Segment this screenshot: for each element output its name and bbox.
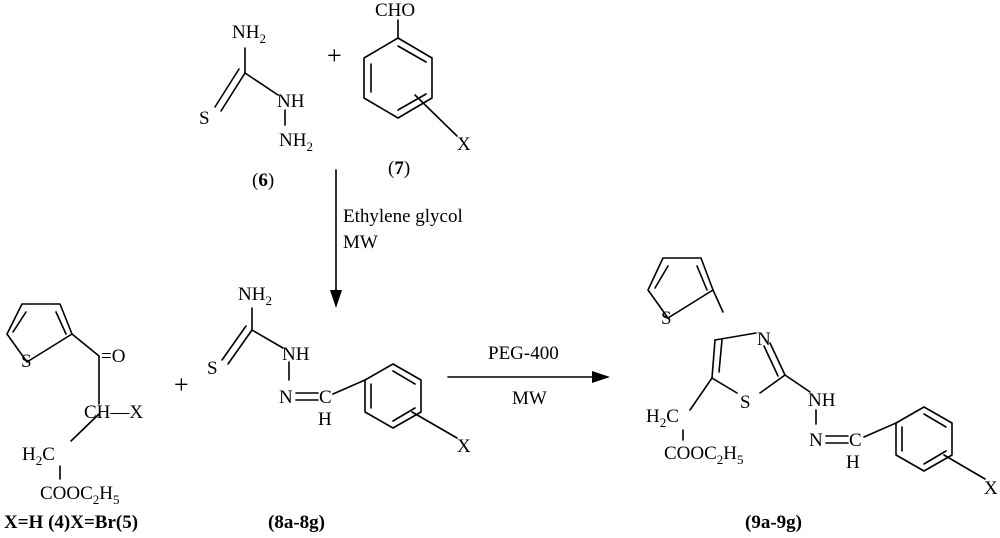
aldehyde-label: CHO	[375, 0, 415, 21]
bond-c-phenyl	[863, 422, 897, 438]
imine-carbon-label: C	[849, 430, 862, 451]
substituent-x-label: X	[457, 134, 471, 155]
thiosemicarbazone-structure: NH2 S NH N C H X	[207, 284, 471, 457]
thiophene-ring	[6, 303, 73, 363]
compound-label-4-5: X=H (4)X=Br(5)	[4, 512, 138, 533]
thiophene-inner-bond-2	[55, 311, 67, 335]
thienyl-carbonyl-bond	[71, 333, 100, 357]
hydrazone-nh-label: NH	[808, 390, 836, 411]
hydrazine-nh2-label: NH2	[279, 130, 313, 154]
thiophene-inner-bond-1	[12, 311, 27, 333]
imine-nitrogen-label: N	[279, 387, 293, 408]
thienyl-keto-ester-structure: S =O CH—X H2C COOC2H5	[6, 303, 143, 507]
condition-solvent: Ethylene glycol	[343, 206, 463, 227]
plus-sign-top: +	[327, 41, 342, 70]
thienyl-thiazole-bond	[712, 289, 724, 313]
imine-hydrogen-label: H	[846, 452, 860, 473]
imine-hydrogen-label: H	[318, 409, 332, 430]
thiazole-nitrogen-label: N	[757, 329, 771, 350]
bond-c-s-double-1	[220, 72, 246, 112]
carbonyl-oxygen-label: =O	[101, 346, 125, 367]
thione-sulfur-label: S	[199, 108, 210, 129]
benzene-inner-bond-3	[397, 93, 427, 111]
thiophene-sulfur-label: S	[21, 351, 32, 372]
benzene-inner-bond-1	[923, 413, 947, 428]
compound-label-8a-8g: (8a-8g)	[268, 512, 325, 533]
benzene-inner-bond-1	[392, 370, 416, 385]
methylene-label: H2C	[646, 406, 679, 430]
thiazole-sulfur-label: S	[740, 392, 751, 413]
ethyl-ester-label: COOC2H5	[40, 483, 120, 507]
bond-c-nh	[251, 329, 284, 349]
benzene-inner-bond-3	[392, 407, 416, 422]
bond-c-s-double-2	[214, 68, 240, 108]
benzene-ring	[363, 37, 433, 119]
vertical-arrowhead	[330, 290, 342, 308]
amino-label: NH2	[238, 284, 272, 308]
condition-microwave-2: MW	[512, 388, 547, 409]
bond-c-phenyl	[332, 379, 366, 395]
thiazole-c2-nh	[784, 374, 811, 393]
benzene-inner-bond-2	[397, 45, 427, 63]
hydrazine-nh-label: NH	[277, 91, 305, 112]
horizontal-arrowhead	[592, 371, 610, 383]
benzene-ring	[364, 363, 422, 429]
imine-carbon-label: C	[319, 387, 332, 408]
substituent-bond	[414, 94, 458, 137]
benzene-ring	[895, 406, 953, 472]
ethyl-ester-label: COOC2H5	[664, 443, 744, 467]
thiazole-c4-c5-inner	[718, 339, 723, 373]
substituent-bond	[411, 411, 458, 439]
thiazole-c4-c5	[711, 339, 716, 379]
thiosemicarbazide-structure: NH2 S NH NH2	[199, 22, 313, 154]
thiazole-product-structure: S N S H2C COOC2H5 NH N C H X	[646, 257, 998, 499]
compound-label-6: (6)	[252, 170, 274, 191]
thione-sulfur-label: S	[207, 358, 218, 379]
hydrazone-nh-label: NH	[282, 344, 310, 365]
thiophene-ring	[647, 257, 714, 319]
ch-to-ch2-bond	[70, 413, 100, 442]
thiazole-n3-c2	[769, 342, 786, 376]
substituent-x-label: X	[984, 478, 998, 499]
thiazole-c5-ch2	[689, 377, 713, 411]
plus-sign-bottom: +	[174, 370, 189, 399]
thiophene-sulfur-label: S	[661, 308, 672, 329]
thiophene-inner-bond-2	[696, 265, 708, 291]
imine-nitrogen-label: N	[809, 430, 823, 451]
substituent-bond	[943, 454, 986, 480]
compound-label-9a-9g: (9a-9g)	[745, 512, 802, 533]
thiazole-c4-n3	[714, 332, 757, 341]
benzaldehyde-structure: CHO X	[363, 0, 471, 155]
benzene-inner-bond-3	[923, 450, 947, 465]
thiazole-s1-c5	[711, 377, 738, 394]
bond-c-s-double-1	[227, 329, 253, 365]
thiophene-inner-bond-1	[654, 265, 669, 289]
condition-microwave-1: MW	[343, 232, 378, 253]
amino-label: NH2	[232, 22, 266, 46]
methylene-label: H2C	[22, 444, 55, 468]
ch-x-label: CH—X	[84, 402, 143, 423]
thiazole-c2-s1	[759, 374, 786, 394]
bond-c-s-double-2	[221, 325, 247, 361]
thiazole-n3-c2-inner	[763, 345, 779, 377]
condition-peg: PEG-400	[488, 343, 559, 364]
substituent-x-label: X	[457, 436, 471, 457]
bond-c-nh	[244, 72, 279, 96]
compound-label-7: (7)	[388, 158, 410, 179]
